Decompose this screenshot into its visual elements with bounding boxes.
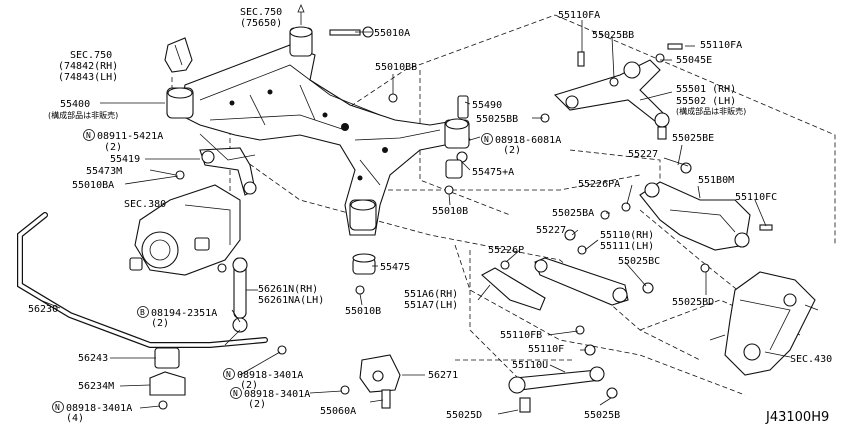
note-55501: (構成部品は非販売) (676, 106, 746, 116)
lateral-link (508, 344, 618, 413)
label-55110FB[interactable]: 55110FB (500, 330, 542, 341)
label-55111LH[interactable]: 55111(LH) (600, 241, 654, 252)
nut-mark-n2 (481, 133, 493, 145)
label-55110U[interactable]: 55110U (512, 360, 548, 371)
label-551A6[interactable]: 551A6(RH) (404, 289, 458, 300)
label-08918-6081A[interactable]: 08918-6081A (495, 135, 561, 146)
leader-lines (39, 3, 791, 415)
note-55400: (構成部品は非販売) (48, 110, 118, 120)
differential-assembly (129, 184, 241, 276)
mark-b1: B (140, 308, 145, 317)
label-55060A[interactable]: 55060A (320, 406, 356, 417)
label-551B0M[interactable]: 551B0M (698, 175, 734, 186)
label-55490[interactable]: 55490 (472, 100, 502, 111)
label-08918-3401A-c-qty: (4) (66, 413, 84, 424)
label-56261N[interactable]: 56261N(RH) (258, 284, 318, 295)
radius-rod (481, 210, 654, 335)
bracket-74842 (164, 37, 193, 73)
label-55473M[interactable]: 55473M (86, 166, 122, 177)
label-56243[interactable]: 56243 (78, 353, 108, 364)
member-mounts-and-bolts (329, 26, 550, 295)
label-55227-top[interactable]: 55227 (628, 149, 658, 160)
nut-mark-n3 (223, 368, 235, 380)
label-55010B-mid[interactable]: 55010B (432, 206, 468, 217)
label-08911-qty: (2) (104, 142, 122, 153)
label-08918-3401A-a-qty: (2) (240, 380, 258, 391)
bolt-mark-b1 (137, 306, 149, 318)
part-labels: SEC.750 (75650) 55010A SEC.750 (74842(RH… (28, 7, 832, 425)
label-55025BE[interactable]: 55025BE (672, 133, 714, 144)
label-55226P[interactable]: 55226P (488, 245, 524, 256)
nut-mark-n4 (230, 387, 242, 399)
label-55010B-low[interactable]: 55010B (345, 306, 381, 317)
label-55501[interactable]: 55501 (RH) (676, 84, 736, 95)
label-55045E[interactable]: 55045E (676, 55, 712, 66)
label-56261NA[interactable]: 56261NA(LH) (258, 295, 324, 306)
mark-n3: N (226, 370, 231, 379)
axle-housing-knuckle (709, 271, 819, 376)
label-55227-mid[interactable]: 55227 (536, 225, 566, 236)
label-55010A[interactable]: 55010A (374, 28, 410, 39)
mark-n5: N (55, 403, 60, 412)
label-sec750-left[interactable]: SEC.750 (70, 50, 112, 61)
label-55110FA-top[interactable]: 55110FA (558, 10, 600, 21)
mark-n2: N (484, 135, 489, 144)
diagram-code: J43100H9 (765, 410, 829, 425)
label-sec750-top-sub: (75650) (240, 18, 282, 29)
label-56271[interactable]: 56271 (428, 370, 458, 381)
stabilizer-connecting-rod (217, 257, 287, 355)
label-74842[interactable]: (74842(RH) (58, 61, 118, 72)
label-55226PA[interactable]: 55226PA (578, 179, 620, 190)
label-55010BA[interactable]: 55010BA (72, 180, 114, 191)
label-55110FA-right[interactable]: 55110FA (700, 40, 742, 51)
label-55419[interactable]: 55419 (110, 154, 140, 165)
mark-n1: N (86, 131, 91, 140)
nut-mark-n1 (83, 129, 95, 141)
label-55400[interactable]: 55400 (60, 99, 90, 110)
label-55025B[interactable]: 55025B (584, 410, 620, 421)
label-551A7[interactable]: 551A7(LH) (404, 300, 458, 311)
label-55025BD[interactable]: 55025BD (672, 297, 714, 308)
nut-mark-n5 (52, 401, 64, 413)
label-55025D[interactable]: 55025D (446, 410, 482, 421)
label-08911-5421A[interactable]: 08911-5421A (97, 131, 163, 142)
label-74843[interactable]: (74843(LH) (58, 72, 118, 83)
label-56234M[interactable]: 56234M (78, 381, 114, 392)
upper-link (553, 43, 683, 140)
label-08918-3401A-a[interactable]: 08918-3401A (237, 370, 303, 381)
label-08918-3401A-c[interactable]: 08918-3401A (66, 403, 132, 414)
label-08918-3401A-b[interactable]: 08918-3401A (244, 389, 310, 400)
label-55475[interactable]: 55475 (380, 262, 410, 273)
label-55110RH[interactable]: 55110(RH) (600, 230, 654, 241)
label-55025BC[interactable]: 55025BC (618, 256, 660, 267)
stabilizer-bracket (340, 354, 401, 409)
label-08194-2351A[interactable]: 08194-2351A (151, 308, 217, 319)
label-55025BB-top[interactable]: 55025BB (592, 30, 634, 41)
label-sec750-top[interactable]: SEC.750 (240, 7, 282, 18)
label-55110FC[interactable]: 55110FC (735, 192, 777, 203)
diff-mount-bracket (175, 147, 257, 196)
stabilizer-bar (17, 212, 268, 410)
mark-n4: N (233, 389, 238, 398)
label-sec430[interactable]: SEC.430 (790, 354, 832, 365)
label-sec380[interactable]: SEC.380 (124, 199, 166, 210)
label-55025BB-mid[interactable]: 55025BB (476, 114, 518, 125)
label-55110F[interactable]: 55110F (528, 344, 564, 355)
label-55502[interactable]: 55502 (LH) (676, 96, 736, 107)
label-08918-6081A-qty: (2) (503, 145, 521, 156)
label-08918-3401A-b-qty: (2) (248, 399, 266, 410)
label-56230[interactable]: 56230 (28, 304, 58, 315)
label-55475A[interactable]: 55475+A (472, 167, 514, 178)
lower-arm (621, 162, 773, 273)
label-08194-qty: (2) (151, 318, 169, 329)
label-55025BA[interactable]: 55025BA (552, 208, 594, 219)
rear-suspension-member (166, 26, 471, 236)
label-55010BB[interactable]: 55010BB (375, 62, 417, 73)
